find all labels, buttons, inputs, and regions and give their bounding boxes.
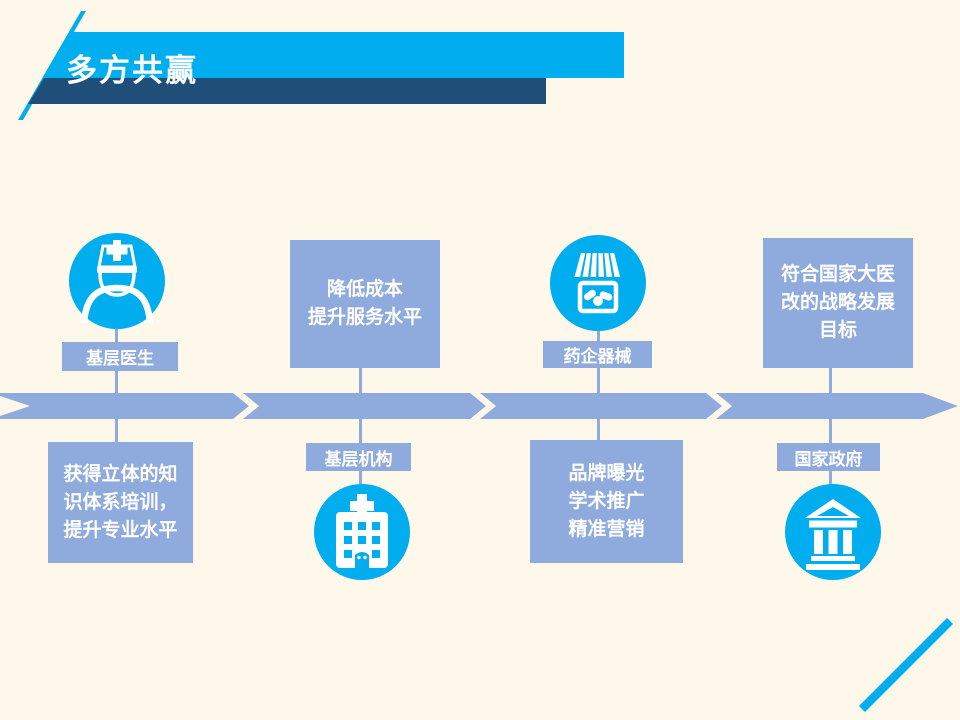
store-icon-circle xyxy=(550,235,646,331)
benefit-text-pharma: 品牌曝光 学术推广 精准营销 xyxy=(530,440,683,563)
connector-line-1 xyxy=(115,329,118,442)
arrow-notch-left xyxy=(0,396,30,416)
connector-line-2 xyxy=(359,368,362,485)
arrow-band xyxy=(0,393,923,419)
title-banner-shadow xyxy=(28,78,546,104)
connector-line-3 xyxy=(597,331,600,440)
arrow-chevron-3 xyxy=(706,393,732,419)
stage-label-institutions: 基层机构 xyxy=(306,443,411,471)
stage-label-government: 国家政府 xyxy=(777,443,880,471)
benefit-text-doctors: 获得立体的知 识体系培训， 提升专业水平 xyxy=(48,442,193,563)
benefit-text-institutions: 降低成本 提升服务水平 xyxy=(290,240,440,368)
arrow-chevron-1 xyxy=(233,393,259,419)
page-title: 多方共赢 xyxy=(66,53,198,88)
stage-label-pharma: 药企器械 xyxy=(543,341,652,368)
doctor-icon-circle xyxy=(69,233,165,329)
arrow-tip xyxy=(923,393,958,419)
title-banner xyxy=(44,32,624,78)
hospital-icon xyxy=(336,494,388,568)
bottom-right-stripe xyxy=(859,618,953,712)
arrow-chevron-2 xyxy=(470,393,496,419)
connector-line-4 xyxy=(829,368,832,485)
bank-icon-circle xyxy=(785,484,881,580)
doctor-icon xyxy=(80,240,154,324)
hospital-icon-circle xyxy=(314,484,410,580)
benefit-text-government: 符合国家大医 改的战略发展 目标 xyxy=(763,238,913,368)
store-icon xyxy=(574,253,621,314)
bank-icon xyxy=(805,499,861,570)
stage-label-doctors: 基层医生 xyxy=(62,342,178,371)
